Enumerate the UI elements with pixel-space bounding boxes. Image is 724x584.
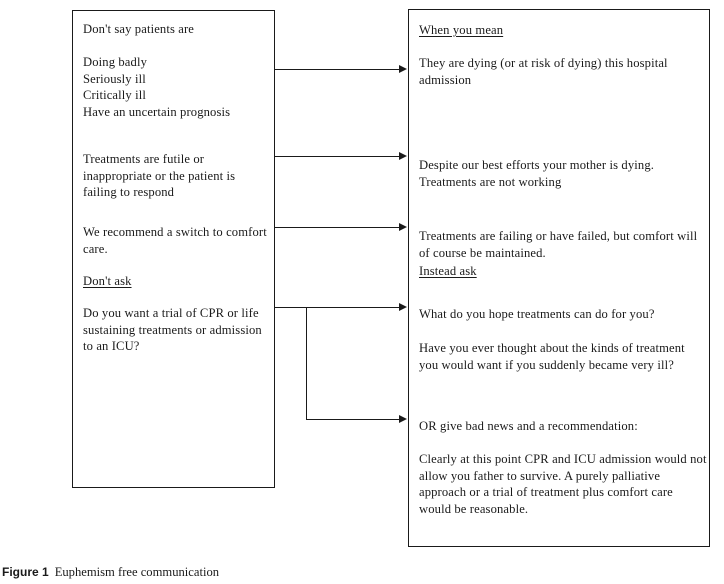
dont-say-box: Don't say patients are Doing badly Serio… — [72, 10, 275, 488]
dont-say-phrase-list: Doing badly Seriously ill Critically ill… — [83, 54, 269, 120]
dont-say-futile-text: Treatments are futile or inappropriate o… — [83, 152, 236, 200]
dont-say-heading-text: Don't say patients are — [83, 22, 195, 36]
meaning-despite-text: Despite our best efforts your mother is … — [419, 158, 655, 189]
dont-say-phrase-item: Seriously ill — [83, 71, 146, 86]
dont-say-box-content: Don't say patients are Doing badly Serio… — [73, 11, 274, 487]
dont-say-phrase-item: Doing badly — [83, 55, 147, 69]
dont-say-comfort-text: We recommend a switch to comfort care. — [83, 225, 267, 256]
or-give-bad-news-text: OR give bad news and a recommendation: — [419, 419, 638, 433]
when-you-mean-box: When you mean They are dying (or at risk… — [408, 9, 710, 547]
instead-ask-heading: Instead ask — [419, 263, 707, 280]
arrow-line — [275, 69, 401, 70]
recommendation-example-text: Clearly at this point CPR and ICU admiss… — [419, 452, 707, 516]
arrowhead-icon — [399, 302, 407, 311]
dont-say-phrase-item: Critically ill — [83, 88, 146, 103]
meaning-failing-text: Treatments are failing or have failed, b… — [419, 229, 698, 260]
meaning-dying-text: They are dying (or at risk of dying) thi… — [419, 56, 668, 87]
arrowhead-icon — [399, 151, 407, 160]
arrow-line — [275, 307, 401, 308]
figure-caption-text: Euphemism free communication — [54, 565, 220, 579]
figure-caption: Figure 1 Euphemism free communication — [2, 564, 219, 581]
when-you-mean-box-content: When you mean They are dying (or at risk… — [409, 10, 709, 546]
arrowhead-icon — [399, 414, 407, 423]
arrow-line — [275, 227, 401, 228]
figure-caption-label: Figure 1 — [2, 565, 49, 579]
instead-ask-ever-thought-question: Have you ever thought about the kinds of… — [419, 341, 685, 372]
when-you-mean-heading-text: When you mean — [419, 23, 504, 37]
dont-say-phrase-item: Have an uncertain prognosis — [83, 104, 231, 119]
dont-ask-cpr-question: Do you want a trial of CPR or life susta… — [83, 306, 262, 354]
dont-say-heading: Don't say patients are — [83, 21, 269, 38]
instead-ask-heading-text: Instead ask — [419, 264, 477, 278]
dont-ask-heading-text: Don't ask — [83, 274, 132, 288]
arrowhead-icon — [399, 64, 407, 73]
arrow-branch-line — [306, 307, 307, 419]
arrowhead-icon — [399, 222, 407, 231]
when-you-mean-heading: When you mean — [419, 22, 707, 39]
arrow-branch-line — [306, 419, 401, 420]
arrow-line — [275, 156, 401, 157]
instead-ask-hope-question: What do you hope treatments can do for y… — [419, 307, 655, 321]
dont-ask-heading: Don't ask — [83, 273, 269, 290]
